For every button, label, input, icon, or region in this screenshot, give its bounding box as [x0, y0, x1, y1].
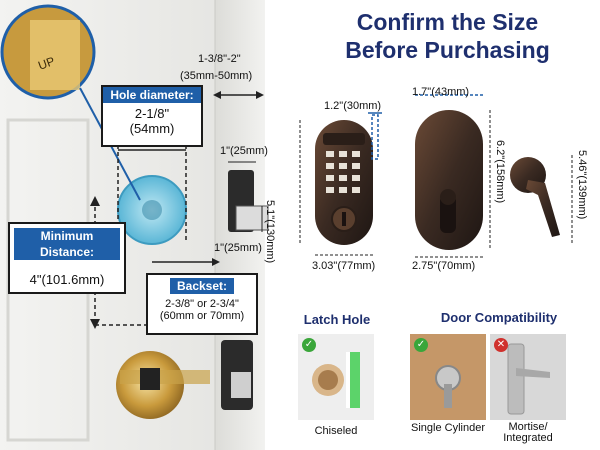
backset-metric: (60mm or 70mm) — [159, 310, 245, 322]
door-thickness-imperial: 1-3/8"-2" — [198, 53, 241, 65]
latch-hole-card: ✓ — [298, 334, 374, 420]
mortise-caption-line1: Mortise/ — [508, 421, 548, 433]
minimum-distance-callout: Minimum Distance: 4"(101.6mm) — [8, 222, 126, 294]
exterior-height-dim: 5.1"(130mm) — [264, 200, 276, 264]
check-icon: ✓ — [414, 338, 428, 352]
mortise-card: ✕ — [490, 334, 566, 420]
door-compatibility-title: Door Compatibility — [440, 310, 558, 325]
interior-bottom-dim: 2.75"(70mm) — [412, 260, 476, 272]
interior-height-dim: 6.2"(158mm) — [494, 140, 506, 204]
chiseled-caption: Chiseled — [314, 425, 358, 437]
product-illustrations — [299, 94, 573, 258]
latch-hole-title: Latch Hole — [303, 312, 371, 327]
mortise-caption-line2: Integrated — [503, 432, 553, 444]
backset-callout: Backset: 2-3/8" or 2-3/4" (60mm or 70mm) — [146, 273, 258, 335]
minimum-distance-value: 4"(101.6mm) — [29, 272, 105, 287]
check-icon: ✓ — [302, 338, 316, 352]
backset-imperial: 2-3/8" or 2-3/4" — [165, 298, 239, 310]
minimum-distance-label: Minimum Distance: — [14, 228, 120, 260]
mortise-caption: Mortise/ Integrated — [488, 422, 568, 444]
door-thickness-metric: (35mm-50mm) — [180, 70, 253, 82]
interior-body — [415, 110, 483, 250]
page-title: Confirm the Size Before Purchasing — [300, 8, 595, 64]
hole-diameter-label: Hole diameter: — [103, 87, 201, 103]
title-line-2: Before Purchasing — [345, 37, 550, 63]
exterior-width-dim: 1.2"(30mm) — [324, 100, 382, 112]
chiseled-latch-image — [298, 334, 374, 420]
single-cylinder-caption: Single Cylinder — [411, 422, 485, 434]
hole-diameter-metric: (54mm) — [129, 121, 175, 136]
magnifier-text: UP — [36, 54, 56, 73]
title-line-1: Confirm the Size — [356, 9, 539, 35]
single-cylinder-card: ✓ — [410, 334, 486, 420]
hole-diameter-imperial: 2-1/8" — [134, 106, 170, 121]
exterior-bottom-dim: 3.03"(77mm) — [312, 260, 376, 272]
lever-height-dim: 5.46"(139mm) — [576, 150, 588, 220]
cross-icon: ✕ — [494, 338, 508, 352]
backset-label: Backset: — [170, 278, 234, 294]
door-illustration: UP — [0, 0, 269, 450]
interior-width-dim: 1.7"(43mm) — [412, 86, 470, 98]
door-diagram: UP Hole diameter: 2-1/8" (54mm) Minimum … — [0, 0, 290, 450]
latch-face-top: 1"(25mm) — [220, 145, 268, 157]
latch-face-side: 1"(25mm) — [214, 242, 262, 254]
hole-diameter-callout: Hole diameter: 2-1/8" (54mm) — [101, 85, 203, 147]
lever-handle — [526, 180, 560, 237]
